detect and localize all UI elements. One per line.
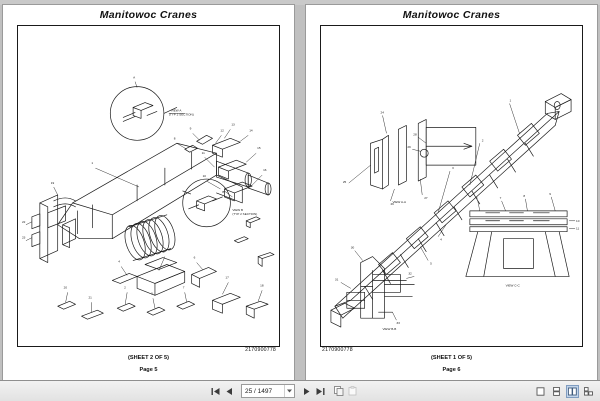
- view-mode-group[interactable]: [535, 384, 594, 398]
- chevron-down-icon[interactable]: [284, 385, 294, 397]
- document-page-right[interactable]: Manitowoc Cranes: [306, 5, 597, 381]
- svg-text:VIEW B: VIEW B: [232, 208, 243, 212]
- svg-text:4: 4: [118, 260, 120, 264]
- svg-text:B: B: [222, 190, 224, 194]
- sheet-label-right: (SHEET 1 OF 5): [430, 355, 473, 361]
- svg-text:33: 33: [396, 321, 400, 325]
- svg-text:3: 3: [452, 166, 454, 170]
- last-page-icon[interactable]: [315, 385, 326, 397]
- svg-text:10: 10: [203, 174, 207, 178]
- svg-text:2: 2: [124, 285, 126, 289]
- first-page-icon[interactable]: [210, 385, 221, 397]
- svg-text:12: 12: [220, 128, 224, 132]
- technical-drawing-right: 24 25 26 27 28 29 1 2 3 4 5 6 7 8 9 10 11 30 31 32…: [320, 25, 583, 347]
- svg-text:11: 11: [202, 151, 205, 155]
- svg-text:VIEW C-C: VIEW C-C: [506, 283, 521, 287]
- page-number-input[interactable]: 25 / 1497: [241, 384, 295, 398]
- page-indicator-value: 25 / 1497: [245, 387, 273, 395]
- svg-text:23: 23: [22, 236, 26, 240]
- svg-text:27: 27: [424, 196, 428, 200]
- svg-text:8: 8: [523, 194, 525, 198]
- part-number-right: 2170900778: [322, 347, 353, 353]
- svg-text:32: 32: [408, 271, 412, 275]
- svg-text:31: 31: [335, 277, 339, 281]
- page-title-left: Manitowoc Cranes: [99, 9, 198, 21]
- page-header-right: Manitowoc Cranes: [306, 5, 597, 25]
- svg-text:2: 2: [482, 138, 484, 142]
- svg-text:A: A: [133, 76, 136, 80]
- svg-text:16: 16: [263, 168, 267, 172]
- view-facing-pages-icon[interactable]: [566, 384, 579, 398]
- svg-text:13: 13: [231, 122, 235, 126]
- svg-text:14: 14: [249, 128, 253, 132]
- svg-text:17: 17: [225, 275, 229, 279]
- svg-text:18: 18: [260, 283, 264, 287]
- svg-text:1: 1: [91, 161, 93, 165]
- svg-text:1: 1: [510, 99, 512, 103]
- view-cover-page-icon[interactable]: [583, 386, 594, 397]
- view-continuous-icon[interactable]: [551, 386, 562, 397]
- sheet-label-left: (SHEET 2 OF 5): [127, 355, 170, 361]
- svg-text:5: 5: [163, 250, 165, 254]
- view-single-page-icon[interactable]: [535, 386, 546, 397]
- page-footer-right: 2170900778 (SHEET 1 OF 5) Page 6: [320, 347, 583, 379]
- copy-icon[interactable]: [333, 385, 344, 397]
- svg-text:7: 7: [500, 196, 502, 200]
- svg-text:(TYP 2 SECTION): (TYP 2 SECTION): [232, 212, 257, 216]
- svg-text:24: 24: [381, 110, 385, 114]
- page-number-left: Page 5: [139, 367, 158, 373]
- svg-text:8: 8: [174, 136, 176, 140]
- svg-text:10: 10: [576, 219, 580, 223]
- paste-icon: [347, 385, 358, 397]
- svg-text:29: 29: [407, 145, 411, 149]
- page-footer-left: 2170900778 (SHEET 2 OF 5) Page 5: [17, 347, 280, 379]
- svg-text:21: 21: [88, 295, 92, 299]
- svg-text:5: 5: [430, 262, 432, 266]
- svg-text:6: 6: [476, 196, 478, 200]
- document-page-left[interactable]: Manitowoc Cranes: [3, 5, 294, 381]
- svg-text:(TYP 2 SECTION): (TYP 2 SECTION): [169, 112, 194, 116]
- svg-text:11: 11: [576, 227, 579, 231]
- svg-text:3: 3: [151, 291, 153, 295]
- svg-text:VIEW B-B: VIEW B-B: [383, 327, 397, 331]
- page-navigation-group[interactable]: 25 / 1497: [210, 384, 358, 398]
- window-top-strip: [0, 0, 600, 5]
- navigation-toolbar[interactable]: 25 / 1497: [0, 380, 600, 401]
- svg-text:VIEW A: VIEW A: [171, 108, 183, 112]
- svg-text:28: 28: [413, 132, 417, 136]
- svg-text:20: 20: [64, 285, 68, 289]
- svg-text:6: 6: [194, 256, 196, 260]
- svg-text:VIEW A-A: VIEW A-A: [392, 200, 407, 204]
- page-divider: [299, 5, 307, 381]
- svg-text:9: 9: [190, 126, 192, 130]
- svg-text:4: 4: [440, 238, 442, 242]
- previous-page-icon[interactable]: [224, 385, 235, 397]
- svg-text:25: 25: [343, 180, 347, 184]
- part-number-left: 2170900778: [245, 347, 276, 353]
- svg-text:15: 15: [257, 146, 261, 150]
- technical-drawing-left: 12 13 14 15 16 11 10 9 8 1 5 4 6 17 18 7 3 2 21 20…: [17, 25, 280, 347]
- document-page-area[interactable]: Manitowoc Cranes: [0, 5, 600, 381]
- svg-text:30: 30: [351, 246, 355, 250]
- page-title-right: Manitowoc Cranes: [402, 9, 501, 21]
- next-page-icon[interactable]: [301, 385, 312, 397]
- svg-text:9: 9: [549, 192, 551, 196]
- svg-text:22: 22: [22, 220, 26, 224]
- page-number-right: Page 6: [442, 367, 461, 373]
- svg-text:19: 19: [51, 181, 55, 185]
- svg-text:7: 7: [183, 285, 185, 289]
- svg-text:26: 26: [390, 202, 394, 206]
- page-header-left: Manitowoc Cranes: [3, 5, 294, 25]
